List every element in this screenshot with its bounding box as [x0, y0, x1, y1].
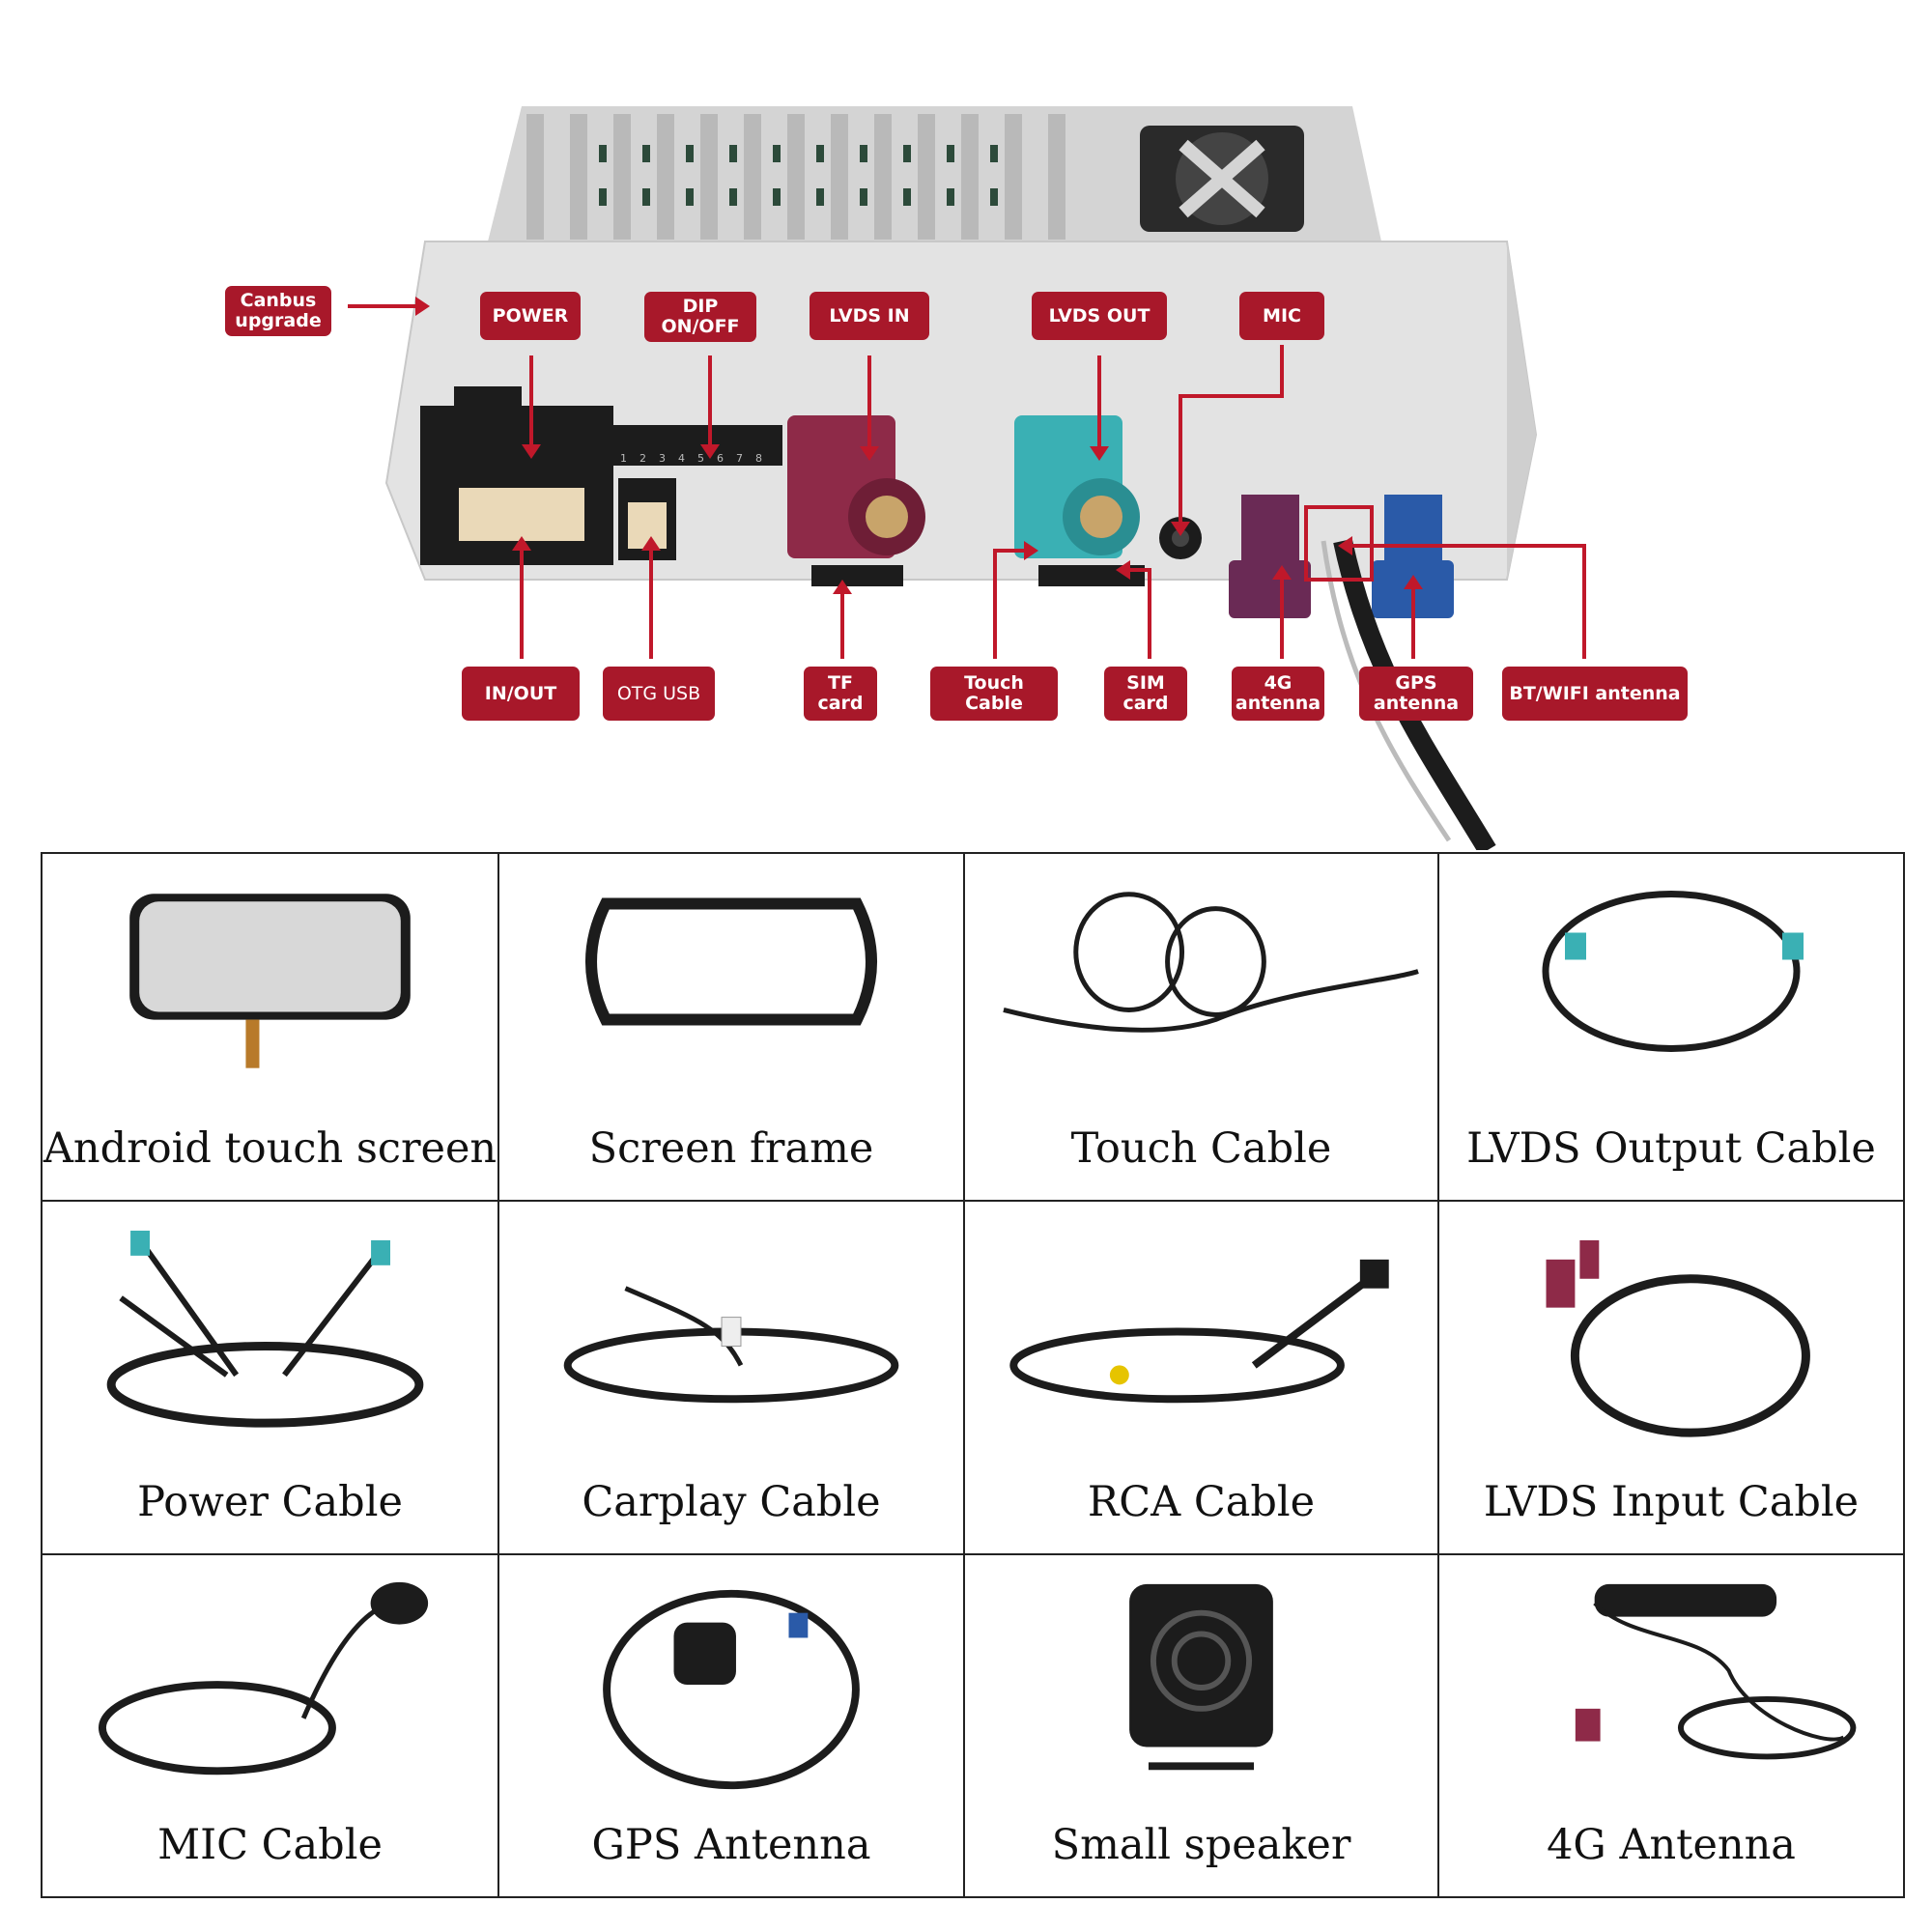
accessory-caption: Android touch screen [43, 1124, 497, 1173]
lvds-out-label: LVDS OUT [1032, 292, 1167, 340]
fan-icon [1140, 126, 1304, 232]
touch-screen-image [129, 894, 411, 1068]
accessory-cell: Touch Cable [965, 854, 1439, 1202]
accessory-caption: LVDS Output Cable [1466, 1124, 1876, 1173]
power-connector [420, 386, 613, 565]
canbus-upgrade-label: Canbus upgrade [225, 286, 331, 336]
accessory-caption: Touch Cable [1070, 1124, 1332, 1173]
4g-antenna-label: 4G antenna [1232, 667, 1324, 721]
accessory-cell: Screen frame [499, 854, 965, 1202]
mic-label: MIC [1239, 292, 1324, 340]
small-speaker-image [1129, 1583, 1273, 1771]
accessory-cell: LVDS Output Cable [1439, 854, 1903, 1202]
mic-jack [1159, 517, 1202, 559]
power-label: POWER [480, 292, 581, 340]
in-out-label: IN/OUT [462, 667, 580, 721]
accessory-caption: RCA Cable [1087, 1478, 1316, 1526]
mic-cable-image [98, 1581, 429, 1776]
accessory-cell: Carplay Cable [499, 1202, 965, 1555]
dip-switch-number: 5 [697, 452, 704, 465]
dip-switch-number: 2 [639, 452, 646, 465]
accessory-caption: Screen frame [588, 1124, 874, 1173]
heatsink-fins [526, 114, 1065, 240]
accessory-caption: Small speaker [1051, 1821, 1351, 1869]
touch-cable-image [1003, 892, 1419, 1033]
gps-antenna-label: GPS antenna [1359, 667, 1473, 721]
lvds-in-label: LVDS IN [810, 292, 929, 340]
accessory-caption: Carplay Cable [582, 1478, 881, 1526]
accessory-cell: RCA Cable [965, 1202, 1439, 1555]
rca-cable-image [1009, 1259, 1389, 1404]
accessories-grid: Android touch screen Screen frame Touch … [41, 852, 1905, 1898]
dip-switch-number: 8 [755, 452, 762, 465]
touch-cable-label: Touch Cable [930, 667, 1058, 721]
screen-frame-image [585, 897, 877, 1026]
gps-antenna-image [603, 1589, 860, 1790]
carplay-cable-image [563, 1286, 899, 1404]
accessory-cell: Power Cable [43, 1202, 499, 1555]
dip-switch-number: 1 [620, 452, 627, 465]
accessory-cell: Android touch screen [43, 854, 499, 1202]
lvds-input-cable-image [1546, 1239, 1810, 1437]
accessory-caption: LVDS Input Cable [1483, 1478, 1860, 1526]
accessory-caption: MIC Cable [157, 1821, 383, 1869]
accessory-cell: MIC Cable [43, 1555, 499, 1896]
lvds-output-cable-image [1542, 891, 1804, 1052]
accessory-cell: 4G Antenna [1439, 1555, 1903, 1896]
accessory-cell: GPS Antenna [499, 1555, 965, 1896]
4g-antenna-image [1575, 1583, 1857, 1760]
tf-card-label: TF card [804, 667, 877, 721]
accessory-cell: LVDS Input Cable [1439, 1202, 1903, 1555]
dip-switch-number: 7 [736, 452, 743, 465]
sim-card-label: SIM card [1104, 667, 1187, 721]
accessory-caption: 4G Antenna [1547, 1821, 1796, 1869]
4g-antenna-connector [1229, 495, 1311, 618]
dip-switch-number: 3 [659, 452, 666, 465]
dip-label: DIP ON/OFF [644, 292, 756, 342]
accessory-cell: Small speaker [965, 1555, 1439, 1896]
accessory-caption: Power Cable [137, 1478, 403, 1526]
otg-usb-label: OTG USB [603, 667, 715, 721]
bt-wifi-antenna-label: BT/WIFI antenna [1502, 667, 1688, 721]
vent-slots [599, 145, 998, 206]
power-cable-image [106, 1230, 424, 1428]
dip-switch-number: 6 [717, 452, 724, 465]
dip-switch-number: 4 [678, 452, 685, 465]
accessory-caption: GPS Antenna [591, 1821, 871, 1869]
